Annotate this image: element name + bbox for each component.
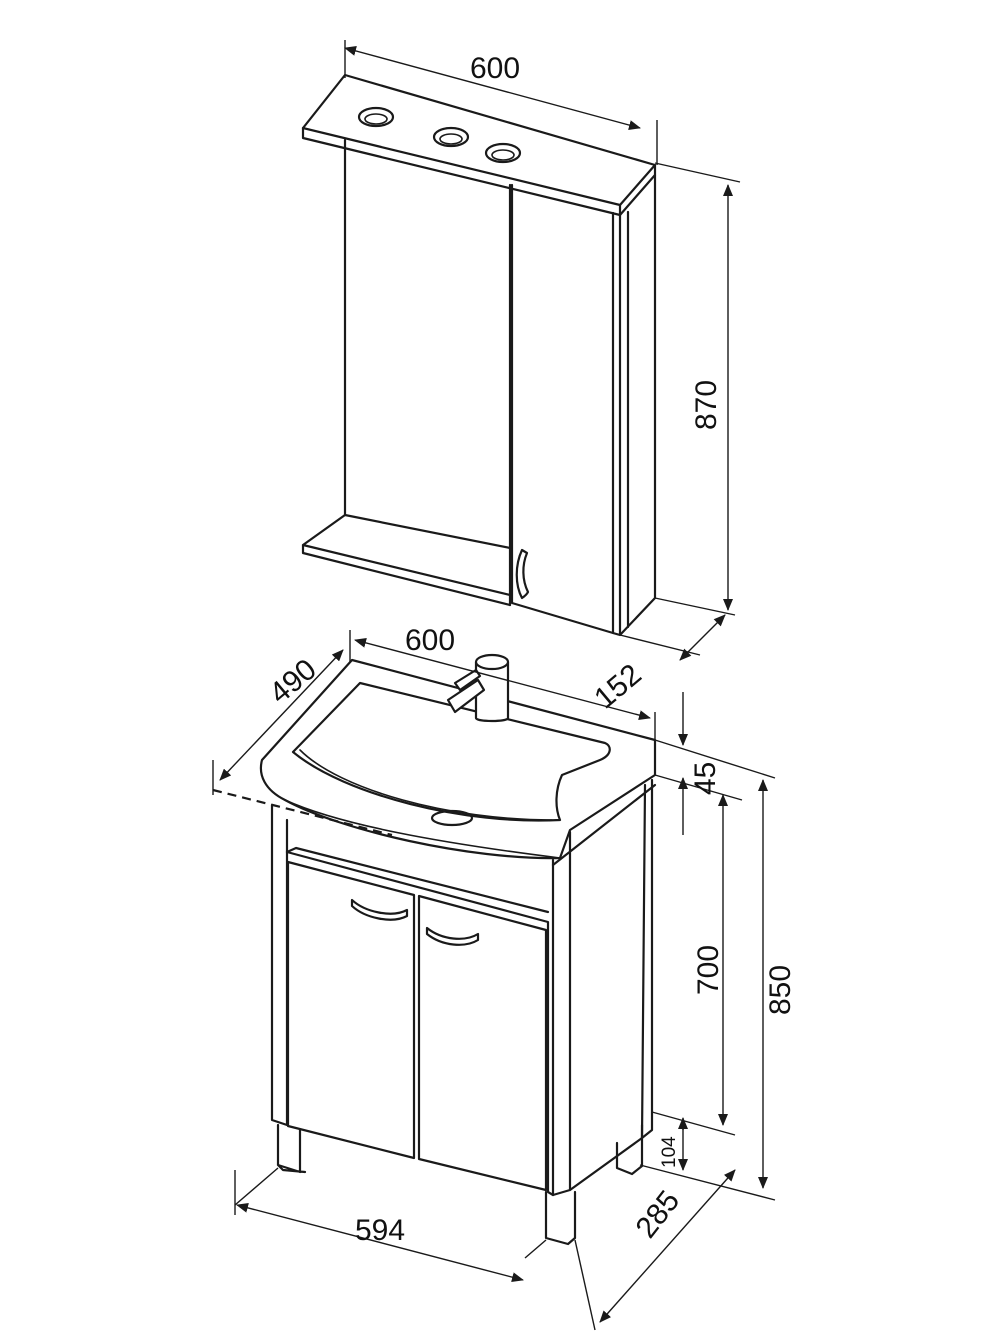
dim-total-height: 850 <box>764 965 797 1015</box>
cabinet-left-side <box>270 803 289 1127</box>
drain-icon <box>430 809 474 827</box>
vanity-unit <box>212 653 657 1246</box>
dim-mirror-height: 870 <box>690 380 723 430</box>
cabinet-door-right <box>417 894 548 1192</box>
dimension-labels: 600 870 152 490 600 45 700 850 104 594 2… <box>263 52 797 1247</box>
mirror-door <box>510 183 615 635</box>
mirror-cabinet <box>301 73 657 637</box>
cabinet-right-side <box>551 783 657 1197</box>
light-spot-icons <box>357 106 522 164</box>
cabinet-front-frame <box>285 850 555 1197</box>
basin-bowl <box>291 681 611 822</box>
door-handle-left-icon <box>350 898 409 921</box>
dim-cabinet-height: 700 <box>692 945 725 995</box>
dim-basin-width: 600 <box>405 624 455 657</box>
leg-back-right <box>615 1123 644 1176</box>
leg-front-right <box>544 1190 577 1246</box>
mirror-side-panel <box>611 173 657 637</box>
cabinet-door-left <box>286 860 416 1160</box>
mirror-handle-icon <box>515 548 530 600</box>
dim-leg-height: 104 <box>659 1136 680 1168</box>
basin-back-edge-dashed <box>212 788 393 837</box>
dimension-lines <box>212 40 776 1331</box>
dim-cabinet-width: 594 <box>355 1214 405 1247</box>
dim-mirror-width: 600 <box>470 52 520 85</box>
dim-mirror-depth: 152 <box>588 658 648 715</box>
mirror-top-shelf <box>301 73 657 207</box>
mirror-bottom-shelf <box>301 513 512 607</box>
leg-front-left <box>276 1123 307 1174</box>
door-handle-right-icon <box>425 926 480 946</box>
dim-basin-rim: 45 <box>689 762 722 795</box>
